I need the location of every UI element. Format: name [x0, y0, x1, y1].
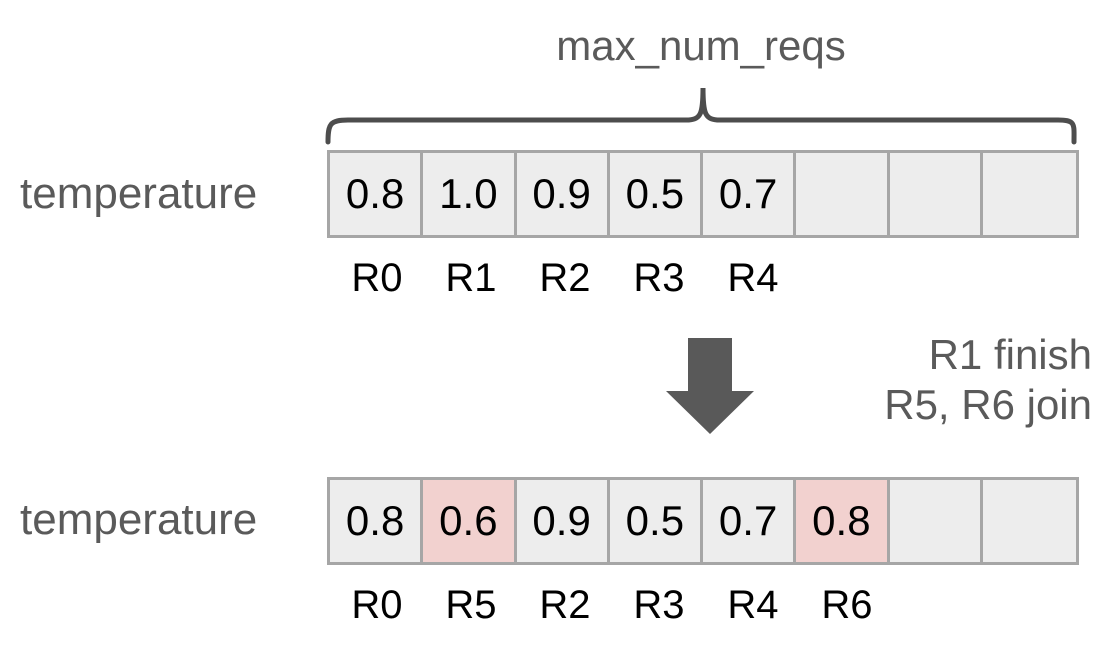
array-cell: [889, 480, 983, 562]
max-num-reqs-caption: max_num_reqs: [556, 22, 846, 69]
array-cell: 1.0: [423, 153, 517, 235]
slot-label-r3: R3: [633, 256, 685, 300]
array-cell: 0.5: [609, 480, 703, 562]
array-cell: 0.8: [330, 153, 424, 235]
max-num-reqs-brace-icon: [320, 80, 1082, 146]
transition-arrow-icon: [660, 338, 760, 438]
array-cell: [889, 153, 983, 235]
array-cell: 0.7: [703, 153, 797, 235]
slot-label-empty: [988, 585, 1082, 625]
array-cell: [796, 153, 890, 235]
after-row-label: temperature: [20, 495, 258, 544]
array-cell: 0.5: [609, 153, 703, 235]
before-slot-label-row: R0 R1 R2 R3 R4: [330, 258, 1082, 298]
before-row-label: temperature: [20, 169, 258, 218]
slot-label-r1: R1: [445, 256, 497, 300]
slot-label-empty: [988, 258, 1082, 298]
array-cell: [982, 153, 1076, 235]
slot-label-r6: R6: [821, 583, 873, 627]
slot-label-r0: R0: [351, 256, 403, 300]
slot-label-r4: R4: [727, 583, 779, 627]
slot-label-r2: R2: [539, 583, 591, 627]
array-cell: 0.6: [423, 480, 517, 562]
array-cell: 0.8: [330, 480, 424, 562]
slot-label-r2: R2: [539, 256, 591, 300]
slot-label-r5: R5: [445, 583, 497, 627]
transition-note-line-1: R1 finish: [928, 331, 1092, 378]
transition-note-line-2: R5, R6 join: [884, 381, 1092, 428]
array-cell: [982, 480, 1076, 562]
transition-note: R1 finish R5, R6 join: [770, 330, 1092, 430]
slot-label-empty: [894, 258, 988, 298]
slot-label-r4: R4: [727, 256, 779, 300]
slot-label-empty: [894, 585, 988, 625]
slot-label-empty: [800, 258, 894, 298]
slot-label-r0: R0: [351, 583, 403, 627]
array-cell: 0.9: [516, 480, 610, 562]
slot-label-r3: R3: [633, 583, 685, 627]
after-slot-label-row: R0 R5 R2 R3 R4 R6: [330, 585, 1082, 625]
array-cell: 0.9: [516, 153, 610, 235]
array-cell: 0.7: [703, 480, 797, 562]
array-cell: 0.8: [796, 480, 890, 562]
